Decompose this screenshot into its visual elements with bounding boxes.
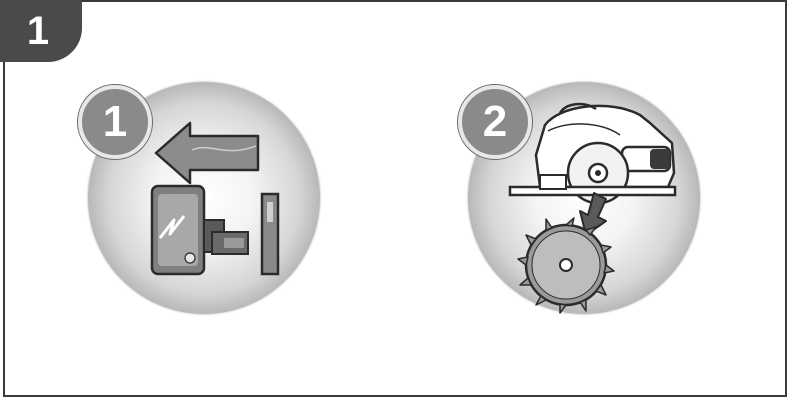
figure-number-label: 1 [26,8,50,53]
tool-slot [260,192,280,276]
remove-blade-icon [508,102,677,314]
saw-blade [517,217,615,314]
step-2-label: 2 [482,97,508,146]
remove-battery-icon [150,121,280,276]
figure-number-badge: 1 [0,0,82,62]
step-1-badge: 1 [78,85,152,159]
left-arrow-icon [154,121,260,185]
step-1-label: 1 [102,97,128,146]
step-2-badge: 2 [458,85,532,159]
